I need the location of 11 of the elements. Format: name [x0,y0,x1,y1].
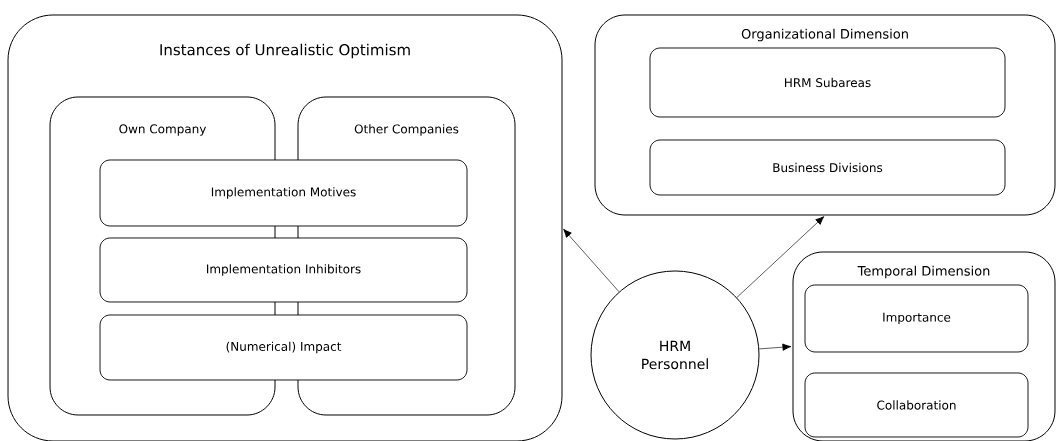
rounded-box: Implementation Motives [99,159,468,227]
rounded-box: Implementation Inhibitors [99,237,468,303]
rounded-box: (Numerical) Impact [99,314,468,381]
circle-node: HRM Personnel [590,270,760,440]
arrow [758,343,792,351]
rounded-box: Collaboration [804,372,1029,438]
arrow [736,216,825,298]
rounded-box: HRM Subareas [649,47,1006,118]
arrow [563,228,620,293]
rounded-box: Business Divisions [649,139,1006,196]
rounded-box: Importance [804,284,1029,353]
